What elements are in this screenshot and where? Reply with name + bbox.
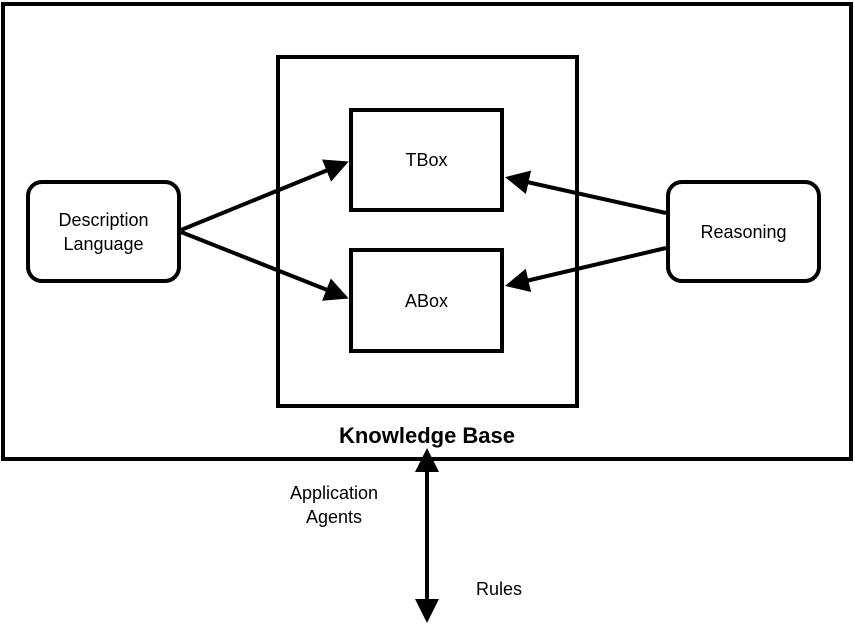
arrow-reasoning-to-tbox	[505, 170, 667, 215]
tbox-label: TBox	[405, 150, 448, 170]
tbox-node: TBox	[349, 108, 504, 212]
application-agents-label: Application Agents	[289, 483, 379, 527]
abox-label: ABox	[404, 290, 449, 311]
rules-label: Rules	[475, 579, 523, 599]
arrow-reasoning-to-abox	[505, 246, 667, 293]
description-language-node: Description Language	[26, 180, 181, 283]
arrow-description-to-tbox	[180, 159, 349, 232]
reasoning-node: Reasoning	[666, 180, 821, 283]
reasoning-label: Reasoning	[700, 221, 787, 242]
knowledge-base-title: Knowledge Base	[338, 423, 516, 448]
abox-node: ABox	[349, 248, 504, 353]
arrow-description-to-abox	[180, 230, 349, 301]
description-language-label: Description Language	[58, 209, 149, 254]
knowledge-base-inner-container	[276, 55, 579, 408]
